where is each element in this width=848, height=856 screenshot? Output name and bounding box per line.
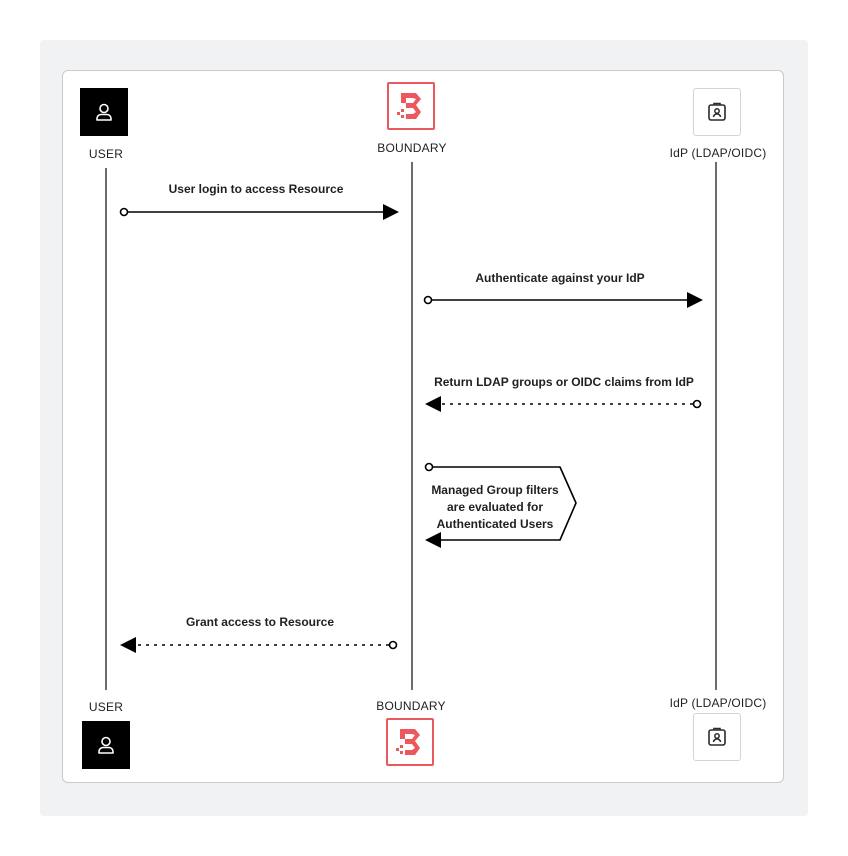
boundary-logo-icon [396, 729, 420, 755]
message-label-authenticate: Authenticate against your IdP [475, 271, 645, 285]
message-label-filters: Managed Group filters are evaluated for … [415, 482, 575, 533]
idp-label-top: IdP (LDAP/OIDC) [669, 146, 767, 160]
boundary-logo-icon [397, 93, 421, 119]
user-actor-top [80, 88, 128, 136]
id-badge-icon [708, 102, 726, 121]
id-badge-icon [708, 727, 726, 746]
message-arrow-return-claims [425, 396, 702, 412]
user-actor-bottom [82, 721, 130, 769]
idp-label-bottom: IdP (LDAP/OIDC) [669, 696, 767, 710]
message-self-loop-filters [424, 462, 577, 548]
filters-line-2: are evaluated for [446, 500, 544, 514]
filters-line-1: Managed Group filters [431, 483, 559, 497]
message-label-login: User login to access Resource [168, 182, 344, 196]
boundary-label-top: BOUNDARY [377, 141, 447, 155]
boundary-label-bottom: BOUNDARY [376, 699, 446, 713]
idp-actor-top [693, 88, 741, 136]
diagram-card [62, 70, 784, 783]
user-label-bottom: USER [88, 700, 124, 714]
boundary-actor-top [387, 82, 435, 130]
message-label-grant-access: Grant access to Resource [185, 615, 335, 629]
message-arrow-login [119, 204, 399, 220]
idp-actor-bottom [693, 713, 741, 761]
filters-line-3: Authenticated Users [436, 517, 554, 531]
user-label-top: USER [88, 147, 124, 161]
user-icon [96, 103, 112, 121]
boundary-actor-bottom [386, 718, 434, 766]
message-arrow-grant-access [120, 637, 398, 653]
message-arrow-authenticate [423, 292, 703, 308]
user-icon [98, 736, 114, 754]
message-label-return-claims: Return LDAP groups or OIDC claims from I… [434, 375, 694, 389]
